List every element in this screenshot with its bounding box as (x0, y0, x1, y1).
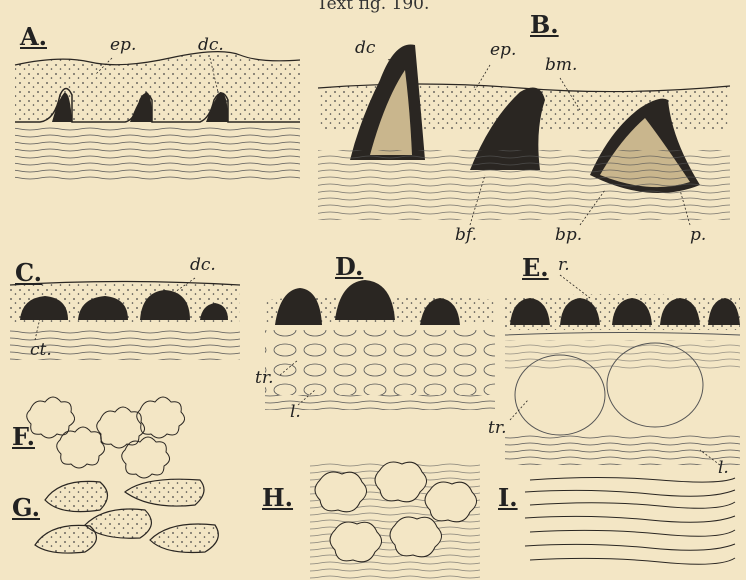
annotation-b-bf: bf. (455, 225, 477, 245)
annotation-d-l: l. (290, 402, 301, 422)
panel-label-e: E. (522, 253, 549, 282)
panel-i-drawing (525, 478, 735, 565)
panel-label-i: I. (498, 483, 518, 512)
annotation-c-dc: dc. (190, 255, 216, 275)
panel-a-drawing (15, 52, 300, 180)
annotation-b-dc: dc (355, 38, 375, 58)
panel-label-a: A. (20, 22, 47, 51)
panel-g-drawing (35, 479, 218, 553)
panel-b-drawing (318, 44, 730, 220)
annotation-b-bm: bm. (545, 55, 577, 75)
panel-label-d: D. (335, 252, 363, 281)
annotation-a-dc: dc. (198, 35, 224, 55)
annotation-c-ct: ct. (30, 340, 52, 360)
panel-label-f: F. (12, 422, 35, 451)
panel-label-b: B. (530, 10, 559, 39)
annotation-b-p: p. (690, 225, 706, 245)
panel-e-drawing (505, 294, 740, 465)
annotation-e-l: l. (718, 458, 729, 478)
annotation-d-tr: tr. (255, 368, 274, 388)
panel-f-drawing (27, 397, 185, 478)
annotation-a-ep: ep. (110, 35, 136, 55)
annotation-e-r: r. (558, 255, 570, 275)
panel-h-drawing (310, 460, 480, 580)
panel-label-c: C. (15, 258, 42, 287)
panel-label-h: H. (262, 483, 293, 512)
annotation-b-ep: ep. (490, 40, 516, 60)
panel-label-g: G. (12, 493, 40, 522)
annotation-e-tr: tr. (488, 418, 507, 438)
annotation-b-bp: bp. (555, 225, 582, 245)
panel-d-drawing (265, 280, 495, 410)
